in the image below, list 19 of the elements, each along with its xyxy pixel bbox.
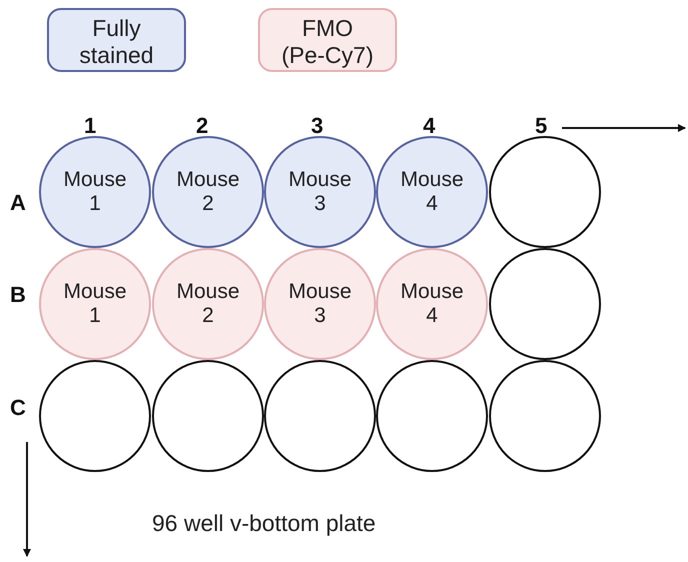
well-label: Mouse 4 bbox=[399, 168, 465, 216]
legend-key: Fully stained bbox=[47, 8, 186, 72]
well-label: Mouse 2 bbox=[175, 168, 241, 216]
well-label: Mouse 1 bbox=[62, 168, 128, 216]
column-number: 3 bbox=[311, 113, 324, 139]
legend-key: FMO (Pe-Cy7) bbox=[258, 8, 397, 72]
column-number: 1 bbox=[84, 113, 96, 139]
row-letter: B bbox=[10, 282, 26, 308]
column-number: 5 bbox=[535, 113, 548, 139]
well-label: Mouse 2 bbox=[175, 280, 241, 328]
well-label: Mouse 1 bbox=[62, 280, 128, 328]
column-number: 2 bbox=[196, 113, 208, 139]
column-number: 4 bbox=[423, 113, 436, 139]
well-label: Mouse 3 bbox=[287, 168, 353, 216]
well-label: Mouse 4 bbox=[399, 280, 465, 328]
row-letter: A bbox=[10, 190, 26, 216]
row-letter: C bbox=[10, 395, 26, 421]
well-label: Mouse 3 bbox=[287, 280, 353, 328]
caption: 96 well v-bottom plate bbox=[152, 510, 376, 537]
